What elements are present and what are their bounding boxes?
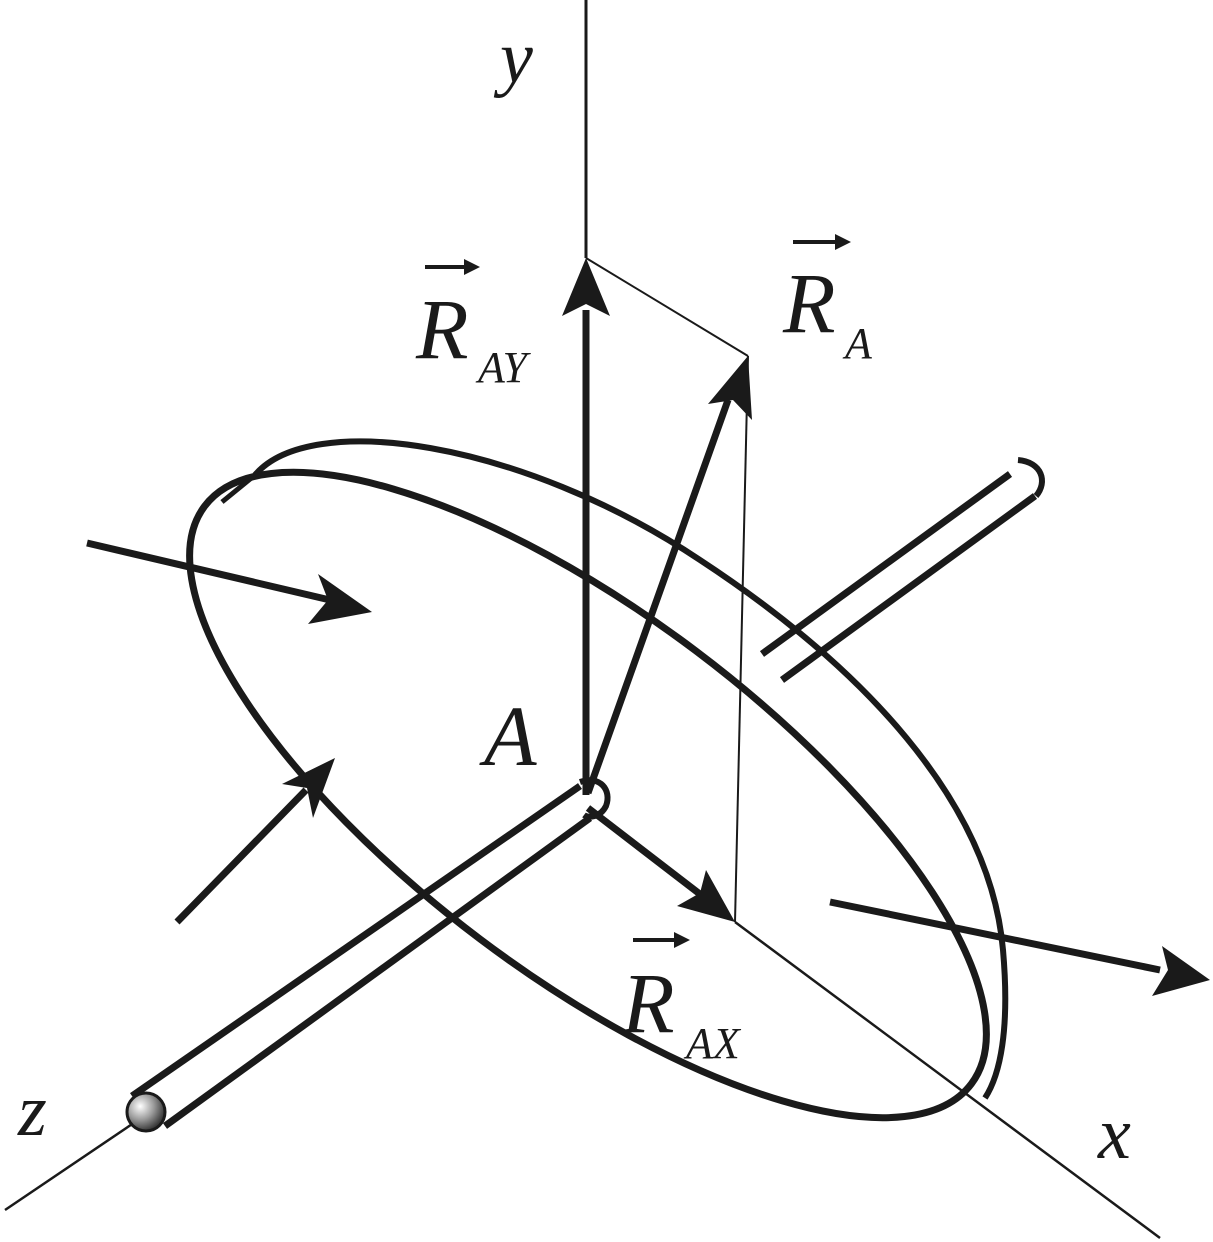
r-ax-subscript: AX bbox=[683, 1019, 742, 1068]
disc-rim-back bbox=[252, 438, 1009, 1100]
z-axis-line bbox=[4, 1110, 151, 1212]
x-axis-label: x bbox=[1097, 1093, 1131, 1175]
projection-line-top bbox=[585, 257, 749, 357]
x-axis-line bbox=[734, 920, 1161, 1240]
shaft-end-ball bbox=[125, 1091, 167, 1133]
r-a-subscript: A bbox=[842, 319, 873, 368]
disc-rim-notch bbox=[220, 473, 257, 504]
overbar-r-ax bbox=[633, 932, 690, 948]
applied-arrow-left bbox=[86, 539, 372, 624]
vector-r-a bbox=[584, 356, 752, 795]
disc bbox=[186, 438, 1009, 1122]
shaft-back-end-cap bbox=[1017, 457, 1045, 498]
r-ax-label: R bbox=[621, 955, 675, 1051]
applied-arrow-lower-left bbox=[174, 758, 335, 925]
shaft-z bbox=[125, 783, 593, 1133]
z-axis-label: z bbox=[17, 1070, 47, 1152]
applied-arrow-right bbox=[829, 898, 1210, 996]
overbar-r-ay bbox=[425, 259, 480, 275]
r-ay-label: R bbox=[415, 281, 469, 377]
r-ay-subscript: AY bbox=[475, 343, 531, 392]
shaft-back bbox=[759, 457, 1045, 683]
r-a-label: R bbox=[782, 255, 836, 351]
projection-line-side bbox=[734, 355, 749, 923]
vector-r-ax bbox=[585, 805, 735, 922]
y-axis-label: y bbox=[493, 17, 533, 99]
overbar-r-a bbox=[793, 234, 851, 250]
vector-r-ay bbox=[562, 258, 610, 795]
point-a-label: A bbox=[479, 688, 537, 784]
disc-rim-front bbox=[186, 468, 990, 1122]
